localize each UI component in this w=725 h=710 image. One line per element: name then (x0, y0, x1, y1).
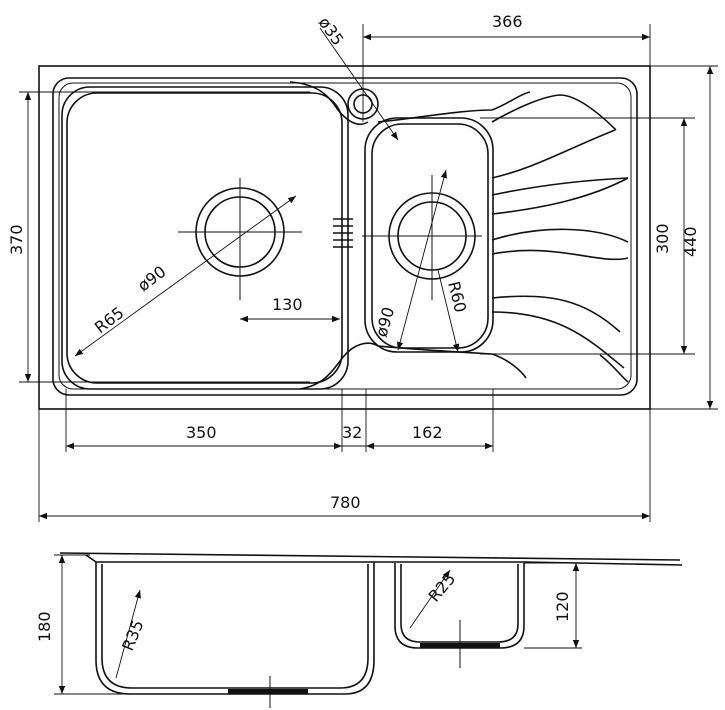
dim-small-waste-diameter: ø90 (372, 305, 399, 339)
dim-depth-180: 180 (35, 611, 54, 642)
main-bowl-inner (66, 92, 343, 384)
dim-small-bowl-width: 162 (412, 423, 443, 442)
dim-drainer-width: 366 (492, 12, 523, 31)
deck-rim (52, 77, 638, 396)
section-main-drain (228, 689, 308, 694)
dim-depth-120: 120 (553, 591, 572, 622)
plan-view: ø35 366 370 R65 ø90 130 300 440 ø90 R60 … (7, 12, 718, 522)
dim-offset-130: 130 (272, 295, 303, 314)
small-bowl-outer (364, 117, 494, 353)
dim-overall-440: 440 (681, 226, 700, 257)
plan-dimension-lines (19, 24, 718, 522)
dim-divider-width: 32 (342, 423, 362, 442)
main-waste-outlet (178, 178, 302, 300)
dim-bowl-depth-300: 300 (653, 223, 672, 254)
dim-radius-r35: R35 (118, 617, 147, 653)
section-dimension-lines (54, 554, 582, 695)
drainer-grooves (491, 94, 629, 383)
section-view: 180 R35 R25 120 (35, 552, 683, 708)
overflow-slot (333, 218, 353, 248)
dim-hole-diameter: ø35 (315, 13, 348, 49)
section-top-deck (59, 552, 681, 561)
dim-main-bowl-width: 350 (186, 423, 217, 442)
deck-inner-rim (58, 82, 632, 390)
dim-main-radius: R65 (91, 303, 128, 337)
dim-main-waste-diameter: ø90 (134, 262, 170, 295)
main-bowl-outer (61, 86, 349, 390)
dim-overall-780: 780 (330, 493, 361, 512)
dim-height-370: 370 (7, 224, 26, 255)
sink-outline (38, 65, 651, 410)
